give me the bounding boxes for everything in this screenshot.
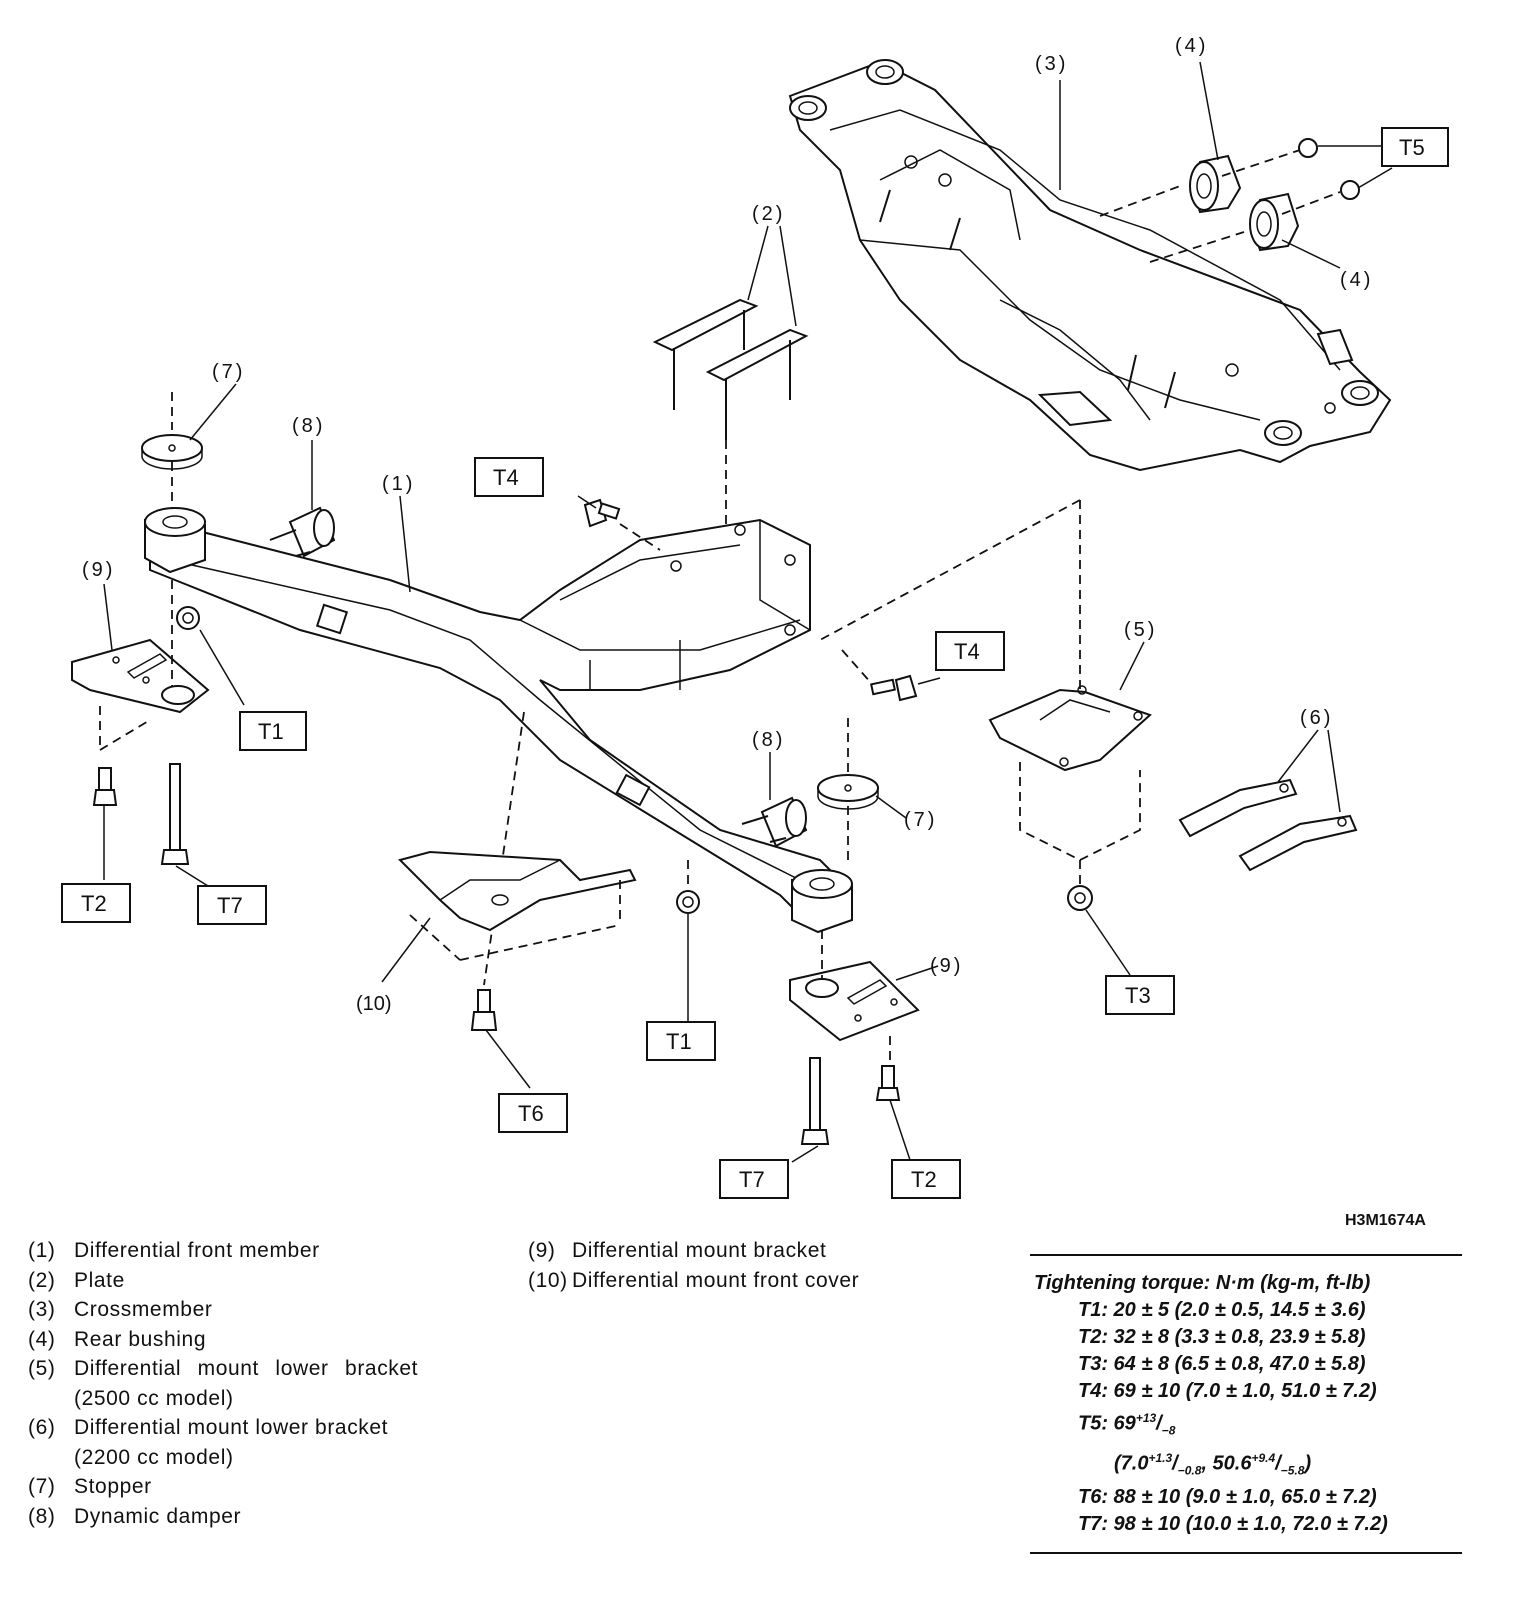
svg-text:T7: T7 (217, 893, 243, 918)
bolt-t4-upper (583, 498, 621, 528)
callout-7-upper: (7) (212, 361, 245, 383)
bolt-t4-lower (870, 674, 918, 702)
callout-8-upper: (8) (292, 415, 325, 437)
torque-t6: T6: 88 ± 10 (9.0 ± 1.0, 65.0 ± 7.2) (1078, 1486, 1377, 1509)
crossmember (788, 59, 1392, 472)
nut-t3 (1067, 885, 1093, 911)
mount-bracket-left (71, 638, 210, 714)
mount-bracket-right (789, 960, 920, 1042)
mount-front-cover (398, 850, 637, 932)
legend-right: (9)Differential mount bracket (10)Differ… (528, 1236, 948, 1295)
callout-5: (5) (1124, 619, 1157, 641)
callout-1: (1) (382, 473, 415, 495)
legend-item: (2500 cc model) (74, 1386, 234, 1410)
torque-tag-t3: T3 (1105, 975, 1175, 1015)
torque-t5-conversion: (7.0+1.3/−0.8, 50.6+9.4/−5.8) (1114, 1450, 1312, 1478)
dynamic-damper-left (269, 506, 336, 558)
legend-item: (2)Plate (28, 1268, 125, 1292)
callout-3: (3) (1035, 53, 1068, 75)
svg-text:T1: T1 (666, 1029, 692, 1054)
bolt-t2-right (875, 1065, 901, 1101)
bolt-t6 (470, 989, 498, 1031)
svg-text:T4: T4 (493, 465, 519, 490)
torque-spec-table: Tightening torque: N·m (kg-m, ft-lb) T1:… (1030, 1254, 1462, 1555)
callout-9-right: (9) (930, 955, 963, 977)
torque-tag-t7-left: T7 (197, 885, 267, 925)
torque-tag-t4-upper: T4 (474, 457, 544, 497)
bolt-t7-left (160, 763, 190, 865)
torque-tag-t6: T6 (498, 1093, 568, 1133)
exploded-diagram: (3) (4) (4) (2) (7) (8) (1) (9) (5) (6) … (61, 35, 1449, 1199)
legend-left: (1)Differential front member (2)Plate (3… (28, 1236, 468, 1531)
torque-t3: T3: 64 ± 8 (6.5 ± 0.8, 47.0 ± 5.8) (1078, 1353, 1366, 1375)
torque-tag-t7-right: T7 (719, 1159, 789, 1199)
svg-text:T5: T5 (1399, 135, 1425, 160)
callout-8-lower: (8) (752, 729, 785, 751)
callout-4-upper: (4) (1175, 35, 1208, 57)
legend-item: (10)Differential mount front cover (528, 1268, 860, 1292)
figure-code: H3M1674A (1345, 1212, 1426, 1229)
torque-tag-t1-right: T1 (646, 1021, 716, 1061)
torque-tag-t4-lower: T4 (935, 631, 1005, 671)
legend-item: (2200 cc model) (74, 1445, 234, 1469)
svg-text:T7: T7 (739, 1167, 765, 1192)
nut-t1-right (676, 890, 700, 914)
torque-tag-t2-left: T2 (61, 883, 131, 923)
member-bushing-right (791, 869, 853, 934)
callout-6: (6) (1300, 707, 1333, 729)
lower-bracket-2500 (988, 685, 1152, 772)
lower-bracket-2200-b (1238, 814, 1358, 872)
differential-front-member (149, 518, 852, 917)
svg-text:T2: T2 (81, 891, 107, 916)
callout-7-lower: (7) (904, 809, 937, 831)
torque-tag-t1-left: T1 (239, 711, 307, 751)
svg-text:T4: T4 (954, 639, 980, 664)
torque-t5: T5: 69+13/−8 (1078, 1411, 1176, 1438)
nut-t1-left (176, 606, 200, 630)
torque-t1: T1: 20 ± 5 (2.0 ± 0.5, 14.5 ± 3.6) (1078, 1299, 1366, 1321)
callout-10: (10) (356, 993, 392, 1015)
callout-2: (2) (752, 203, 785, 225)
rear-bushing-lower (1249, 192, 1300, 252)
legend-item: (5)Differential mount lower bracket (28, 1357, 419, 1380)
legend-item: (7)Stopper (28, 1475, 152, 1498)
nut-t5-upper (1298, 138, 1318, 158)
torque-title: Tightening torque: N·m (kg-m, ft-lb) (1034, 1272, 1371, 1294)
nut-t5-lower (1340, 180, 1360, 200)
callout-4-lower: (4) (1340, 269, 1373, 291)
torque-tag-t5: T5 (1381, 127, 1449, 167)
svg-text:T2: T2 (911, 1167, 937, 1192)
legend-item: (1)Differential front member (28, 1239, 320, 1262)
legend-item: (4)Rear bushing (28, 1327, 207, 1351)
stopper-lower (817, 774, 879, 810)
torque-t4: T4: 69 ± 10 (7.0 ± 1.0, 51.0 ± 7.2) (1078, 1380, 1377, 1402)
legend-item: (3)Crossmember (28, 1298, 213, 1321)
callout-9-left: (9) (82, 559, 115, 581)
plate-right (705, 328, 809, 440)
svg-text:T1: T1 (258, 719, 284, 744)
legend-item: (8)Dynamic damper (28, 1504, 242, 1528)
torque-t2: T2: 32 ± 8 (3.3 ± 0.8, 23.9 ± 5.8) (1078, 1326, 1366, 1348)
dynamic-damper-right (741, 796, 808, 848)
plate-left (652, 298, 759, 410)
bolt-t2-left (92, 767, 118, 806)
member-bushing-left (144, 507, 206, 574)
legend-item: (6)Differential mount lower bracket (28, 1416, 389, 1439)
legend-item: (9)Differential mount bracket (528, 1239, 827, 1262)
svg-text:T6: T6 (518, 1101, 544, 1126)
torque-t7: T7: 98 ± 10 (10.0 ± 1.0, 72.0 ± 7.2) (1078, 1513, 1388, 1536)
torque-tag-t2-right: T2 (891, 1159, 961, 1199)
lower-bracket-2200-a (1178, 778, 1298, 838)
bolt-t7-right (800, 1057, 830, 1145)
svg-text:T3: T3 (1125, 983, 1151, 1008)
rear-bushing-upper (1189, 154, 1242, 214)
